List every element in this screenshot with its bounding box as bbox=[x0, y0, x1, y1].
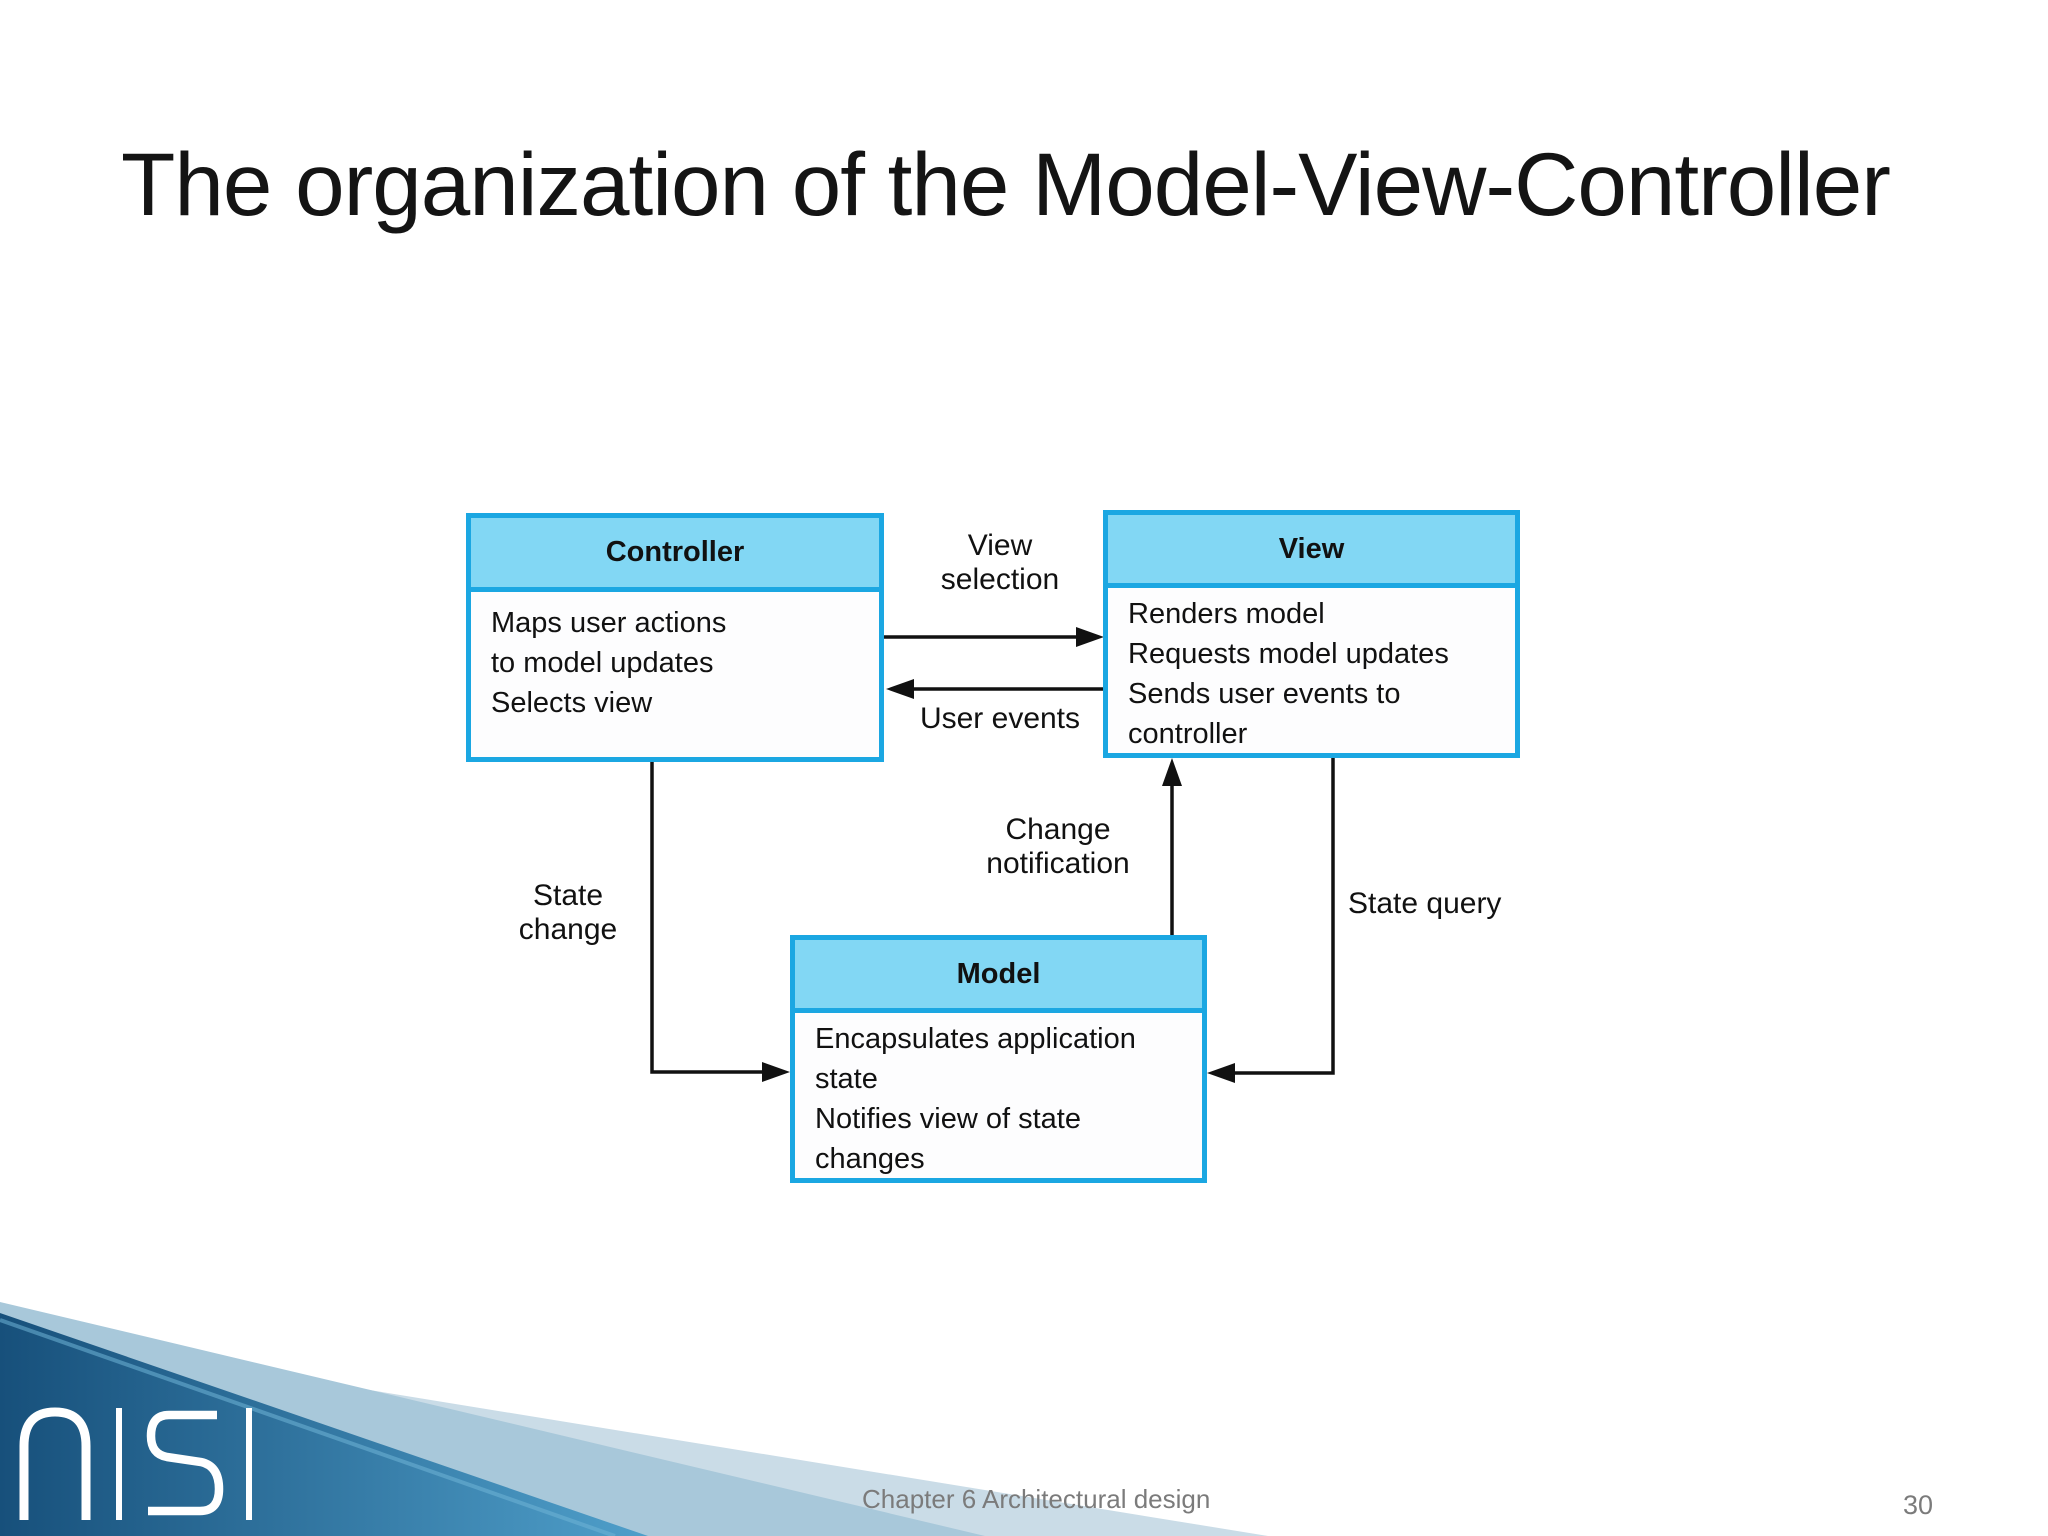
nisi-logo-glyphs bbox=[19, 1407, 252, 1520]
label-change-notification: Change notification bbox=[986, 813, 1130, 880]
controller-box-title: Controller bbox=[471, 518, 879, 592]
arrow-view-selection bbox=[884, 627, 1104, 647]
arrow-state-change bbox=[650, 762, 790, 1082]
model-box-title: Model bbox=[795, 940, 1202, 1013]
view-box: View Renders model Requests model update… bbox=[1103, 510, 1520, 758]
label-state-query: State query bbox=[1348, 887, 1502, 920]
label-user-events: User events bbox=[919, 702, 1081, 735]
model-box: Model Encapsulates application state Not… bbox=[790, 935, 1207, 1183]
label-view-selection: View selection bbox=[940, 529, 1060, 596]
nisi-logo bbox=[15, 1402, 259, 1529]
view-box-title: View bbox=[1108, 515, 1515, 588]
arrow-user-events bbox=[886, 679, 1103, 699]
label-state-change: State change bbox=[518, 879, 618, 946]
controller-box: Controller Maps user actions to model up… bbox=[466, 513, 884, 762]
arrow-change-notification bbox=[1162, 758, 1182, 935]
arrow-state-query bbox=[1207, 758, 1335, 1083]
page-number: 30 bbox=[1903, 1490, 1934, 1520]
decoration-highlight-line bbox=[0, 1318, 616, 1536]
decoration-dark-wedge bbox=[0, 1313, 648, 1536]
page-title: The organization of the Model-View-Contr… bbox=[121, 134, 1891, 234]
model-box-body: Encapsulates application state Notifies … bbox=[815, 1023, 1136, 1175]
controller-box-body: Maps user actions to model updates Selec… bbox=[491, 607, 727, 719]
footer-chapter-text: Chapter 6 Architectural design bbox=[862, 1484, 1211, 1514]
view-box-body: Renders model Requests model updates Sen… bbox=[1128, 598, 1449, 750]
